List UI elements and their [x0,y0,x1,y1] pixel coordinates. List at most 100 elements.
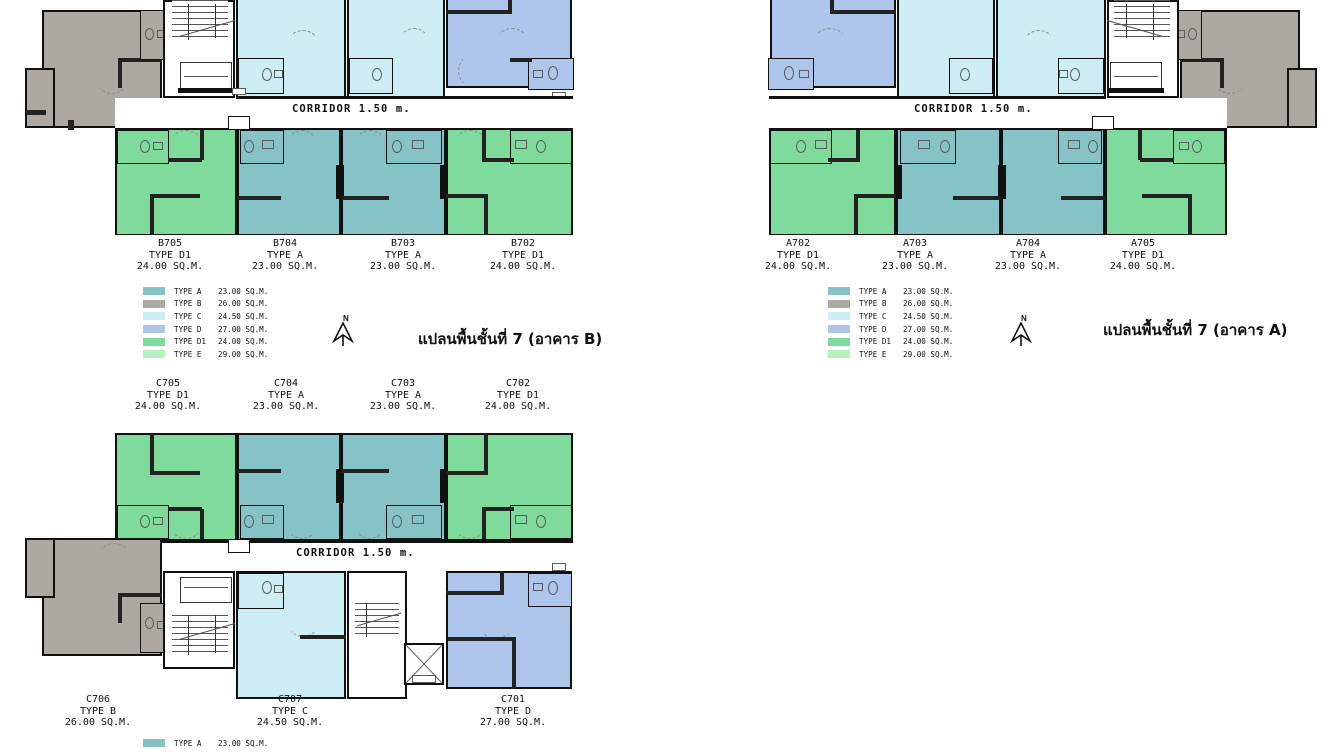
north-arrow-b: N [330,314,360,347]
wall-seg [1138,130,1142,160]
unit-label-b704: B704 TYPE A 23.00 SQ.M. [245,238,325,273]
unit-type: TYPE C [271,705,309,717]
sink-fixture [153,517,163,525]
unit-label-c703: C703 TYPE A 23.00 SQ.M. [363,378,443,413]
landing-line [184,587,228,588]
unit-label-a703: A703 TYPE A 23.00 SQ.M. [875,238,955,273]
wall-seg [854,196,858,235]
unit-code: A703 [902,238,928,249]
unit-area: 24.00 SQ.M. [489,261,557,272]
corridor-band [115,98,573,128]
unit-area: 23.00 SQ.M. [369,401,437,412]
legend-type-label: TYPE D1 [859,337,892,347]
stair-tread [1114,18,1170,19]
wall-seg [830,0,834,14]
toilet-fixture [140,140,150,153]
wall-seg [484,433,488,473]
stair-tread [355,603,399,604]
unit-type: TYPE D1 [501,249,545,261]
legend-row: TYPE C 24.50 SQ.M. [143,310,268,323]
unit-code: C707 [277,694,303,705]
wall-seg [300,635,346,639]
unit-shape-b-gray-wing [25,68,55,128]
unit-area: 24.00 SQ.M. [764,261,832,272]
stair-tread [172,24,228,25]
unit-type: TYPE D1 [1121,249,1165,261]
corridor-label-a: CORRIDOR 1.50 m. [914,103,1033,115]
unit-type: TYPE A [384,389,422,401]
legend-swatch-type-a [828,287,850,296]
toilet-fixture [784,66,794,80]
wall-seg [26,110,46,115]
legend-swatch-type-a [143,287,165,296]
stair-tread [1114,6,1170,7]
stair-direction-arrow [1126,4,1127,38]
elevator-door [412,675,436,683]
wall-seg [1142,194,1192,198]
corridor-label-b: CORRIDOR 1.50 m. [292,103,411,115]
unit-code: C705 [155,378,181,389]
unit-area: 24.50 SQ.M. [256,717,324,728]
unit-shape-c706-b-wing [25,538,55,598]
toilet-fixture [536,140,546,153]
door-swing [354,130,386,162]
wall-seg [448,637,514,641]
toilet-fixture [244,140,254,153]
unit-label-a705: A705 TYPE D1 24.00 SQ.M. [1103,238,1183,273]
toilet-fixture [145,617,154,629]
legend-type-label: TYPE D [859,324,887,334]
legend-area-label: 23.00 SQ.M. [903,286,954,296]
unit-code: C701 [500,694,526,705]
wall-seg [446,471,488,475]
toilet-fixture [536,515,546,528]
unit-type: TYPE D1 [146,389,190,401]
wall-seg [1108,88,1164,93]
sink-fixture [515,140,527,149]
legend-swatch-type-d [828,325,850,334]
unit-code: C706 [85,694,111,705]
plan-title-building-a: แปลนพื้นชั้นที่ 7 (อาคาร A) [1103,321,1288,339]
entry-canopy [228,116,250,130]
bathroom [238,573,284,609]
stair-tread [172,651,228,652]
unit-code: B702 [510,238,536,249]
unit-shape-a-gray-wing [1287,68,1317,128]
stair-tread [172,18,228,19]
legend-area-label: 23.00 SQ.M. [218,738,269,748]
entry-canopy [228,539,250,553]
stair-tread [172,621,228,622]
sink-fixture [533,583,543,591]
legend-row: TYPE A 23.00 SQ.M. [143,737,268,750]
wall-seg [484,196,488,235]
toilet-fixture [244,515,254,528]
door-swing [286,603,320,637]
wall-seg [854,194,896,198]
legend-type-label: TYPE B [174,299,202,309]
sink-fixture [515,515,527,524]
wall-seg [856,130,860,160]
toilet-fixture [392,140,402,153]
stair-tread [172,0,228,1]
unit-area: 23.00 SQ.M. [369,261,437,272]
legend-area-label: 26.00 SQ.M. [903,299,954,309]
legend-type-label: TYPE A [859,286,887,296]
unit-label-a702: A702 TYPE D1 24.00 SQ.M. [758,238,838,273]
unit-code: A705 [1130,238,1156,249]
stair-tread [172,645,228,646]
door-swing [398,28,430,60]
unit-code: A704 [1015,238,1041,249]
wall-seg [150,433,154,473]
legend-swatch-type-b [828,299,850,308]
wall-seg [1140,158,1174,162]
bathroom [349,58,393,94]
wall-seg [68,120,74,130]
sink-fixture [815,140,827,149]
window-mark [232,88,246,95]
sink-fixture [274,585,283,593]
legend-row: TYPE B 26.00 SQ.M. [828,298,953,311]
wall-seg [150,194,200,198]
door-swing [354,507,386,539]
sink-fixture [262,140,274,149]
legend-row: TYPE D1 24.00 SQ.M. [143,335,268,348]
unit-type: TYPE A [266,249,304,261]
